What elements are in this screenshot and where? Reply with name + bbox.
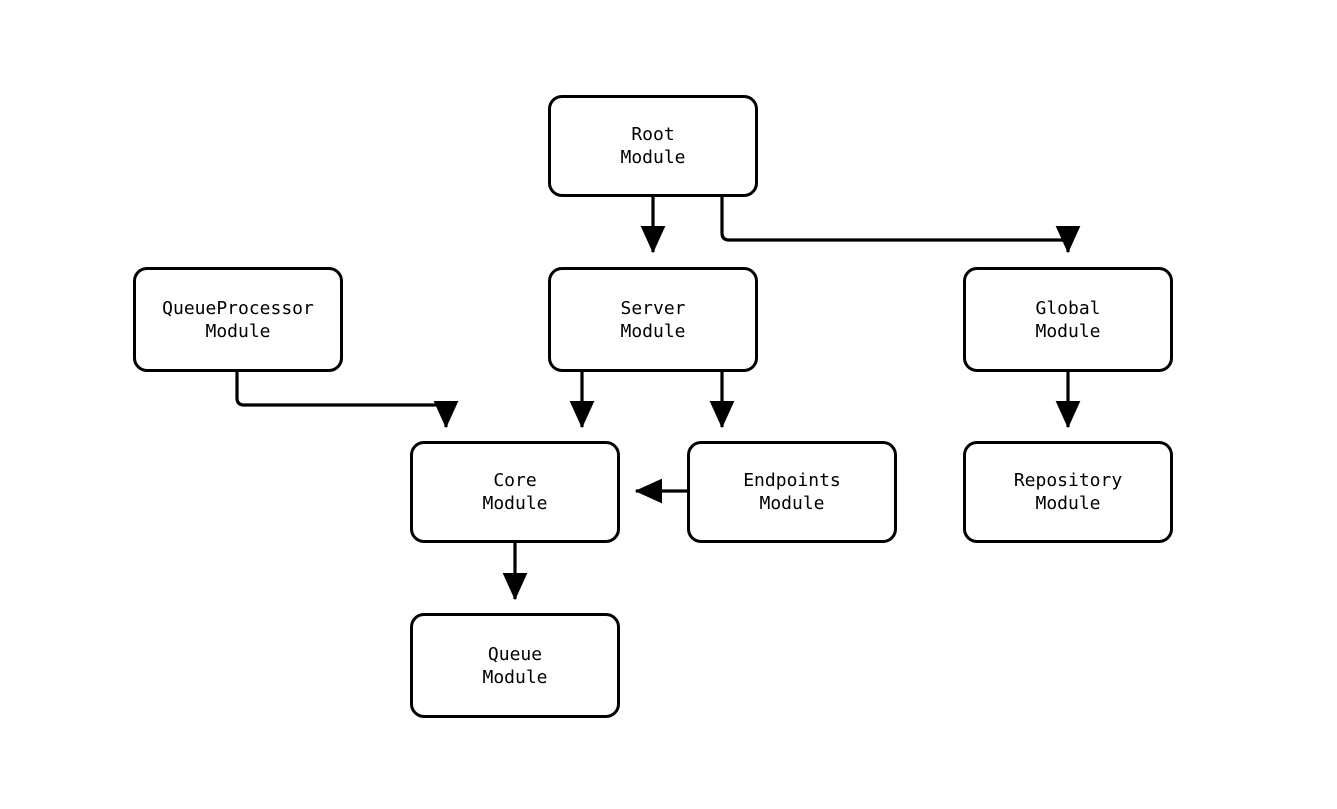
node-server-module-line2: Module [620, 320, 686, 342]
node-queue-module-line1: Queue [487, 643, 543, 665]
node-server-module-line1: Server [620, 297, 686, 319]
edge-queueprocessor-to-core [235, 372, 459, 429]
node-endpoints-module-line1: Endpoints [743, 470, 841, 491]
node-global-module[interactable]: Global Module [963, 267, 1173, 372]
node-endpoints-module[interactable]: Endpoints Module [687, 441, 897, 543]
node-root-module-line1: Root [631, 124, 675, 145]
node-queueprocessor-module-line1: QueueProcessor [162, 297, 314, 319]
edge-root-to-global [720, 197, 1081, 254]
node-queue-module[interactable]: Queue Module [410, 613, 620, 718]
node-repository-module-line1: Repository [1013, 470, 1123, 491]
node-queue-module-line2: Module [482, 666, 548, 688]
node-core-module-line1: Core [493, 470, 537, 491]
node-queueprocessor-module[interactable]: QueueProcessor Module [133, 267, 343, 372]
node-queueprocessor-module-line2: Module [205, 320, 271, 342]
node-root-module-line2: Module [620, 147, 686, 168]
node-endpoints-module-line2: Module [759, 493, 825, 514]
node-server-module[interactable]: Server Module [548, 267, 758, 372]
node-global-module-line2: Module [1035, 320, 1101, 342]
node-core-module[interactable]: Core Module [410, 441, 620, 543]
node-global-module-line1: Global [1035, 297, 1101, 319]
node-repository-module[interactable]: Repository Module [963, 441, 1173, 543]
node-repository-module-line2: Module [1035, 493, 1101, 514]
node-core-module-line2: Module [482, 493, 548, 514]
node-root-module[interactable]: Root Module [548, 95, 758, 197]
